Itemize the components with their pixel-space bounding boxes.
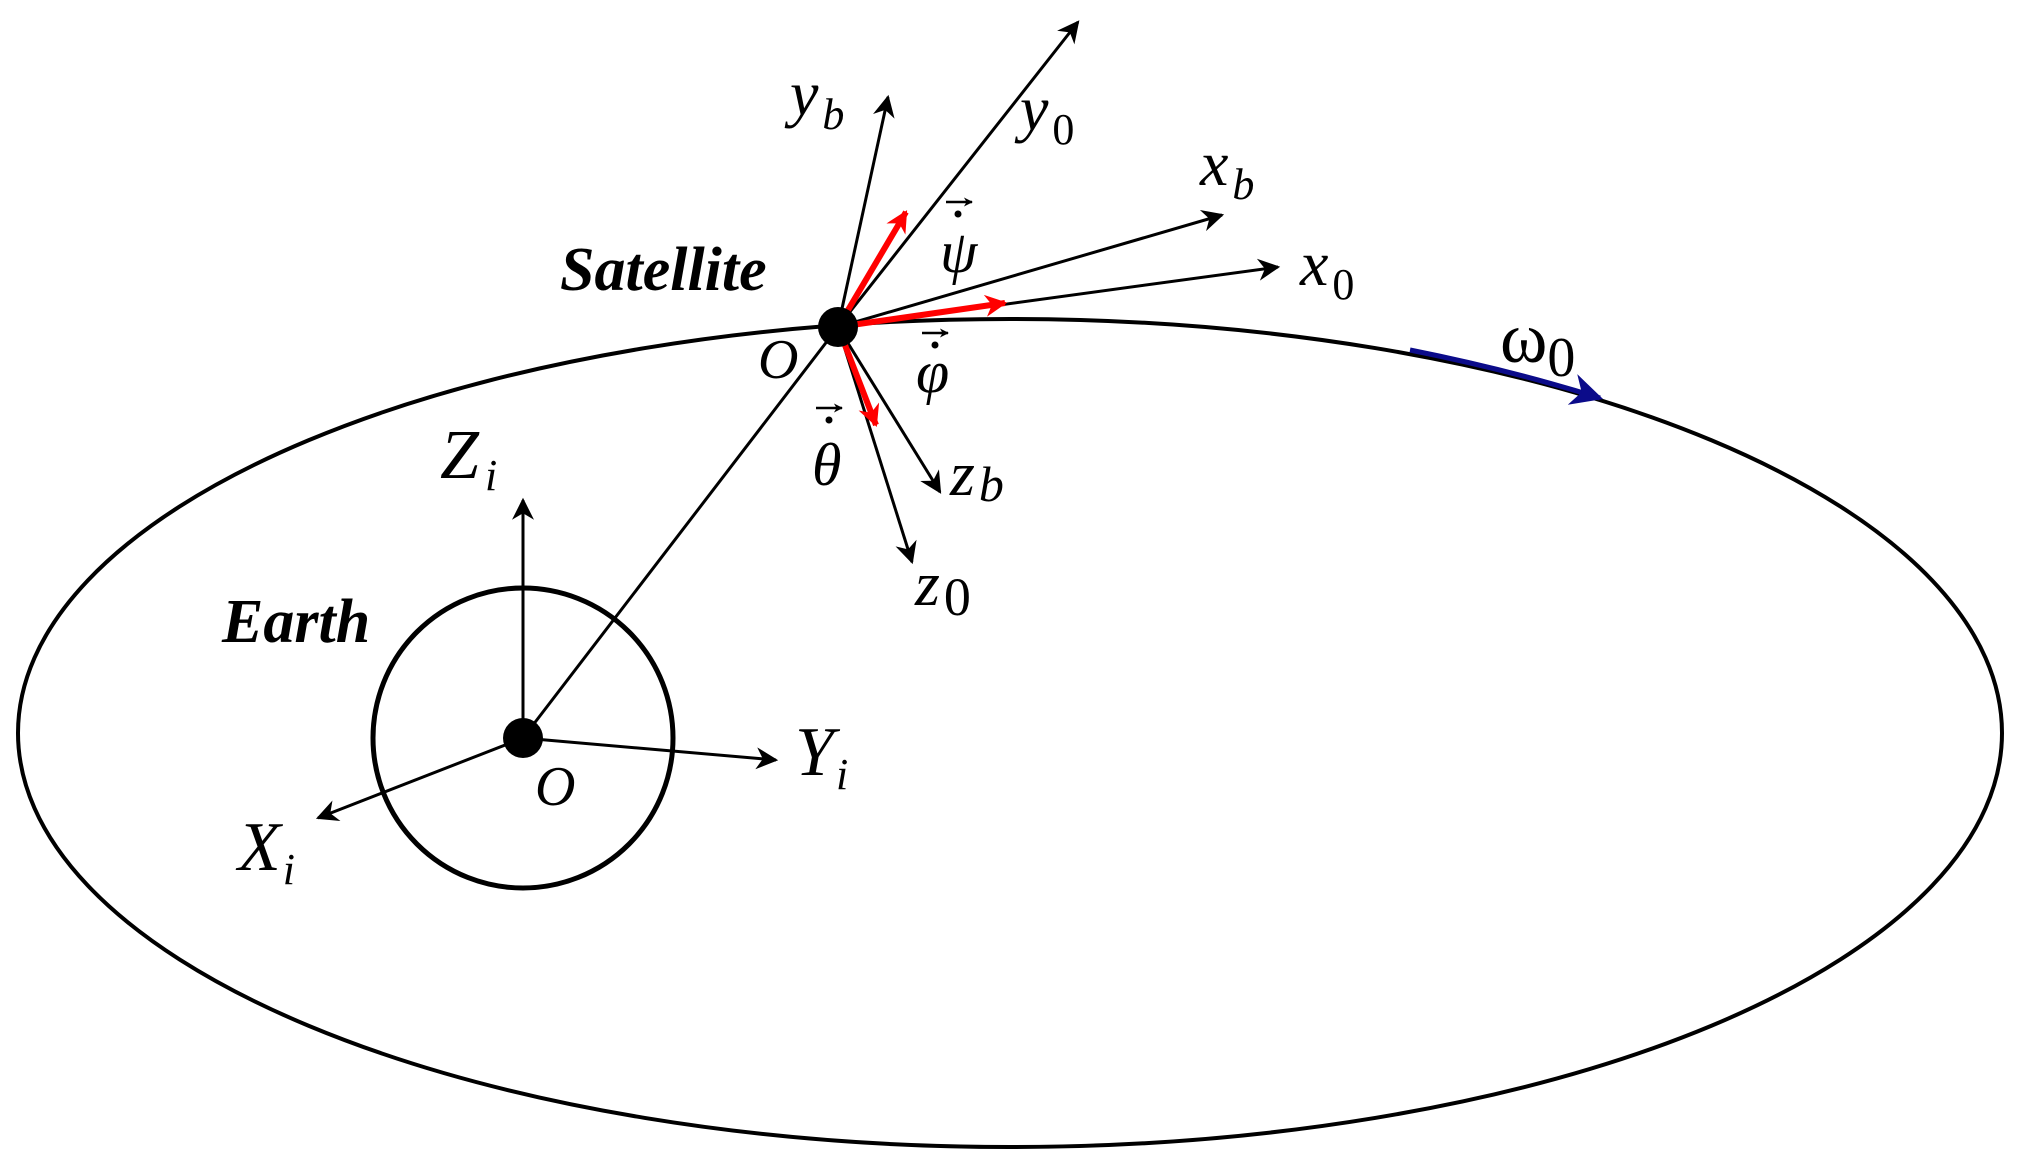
axis-Yi (522, 736, 779, 770)
radius-vector-line (521, 326, 840, 739)
axis-zb (836, 326, 942, 494)
satellite-origin-label: O (758, 329, 798, 391)
z0-label: z0 (914, 548, 971, 627)
satellite-dot (818, 307, 858, 347)
earth-origin-label: O (535, 756, 575, 818)
svg-text:θ: θ (812, 432, 841, 498)
omega0-label: ω0 (1500, 298, 1575, 389)
Xi-label: Xi (235, 809, 295, 894)
axis-xb (837, 209, 1225, 329)
xb-label: xb (1199, 128, 1254, 209)
phi-dot-label: φ (916, 328, 949, 405)
psi-dot-label: ψ (940, 197, 979, 285)
svg-text:ψ: ψ (940, 219, 979, 285)
axis-yb (836, 94, 895, 328)
zb-label: zb (949, 438, 1004, 512)
axis-Xi (315, 736, 524, 822)
earth-label: Earth (221, 588, 370, 656)
satellite-label: Satellite (560, 236, 767, 304)
axis-y0 (836, 20, 1080, 328)
x0-label: x0 (1299, 228, 1354, 309)
yb-label: yb (784, 58, 844, 139)
orbit-ellipse (16, 317, 2004, 1149)
earth-center-dot (503, 718, 543, 758)
phi-dot-vector (837, 294, 1008, 330)
svg-text:φ: φ (916, 339, 949, 405)
orbit-direction-arrow (1409, 347, 1604, 405)
psi-dot-vector (835, 210, 909, 329)
theta-dot-label: θ (812, 403, 843, 498)
y0-label: y0 (1014, 73, 1074, 154)
Yi-label: Yi (795, 714, 848, 799)
